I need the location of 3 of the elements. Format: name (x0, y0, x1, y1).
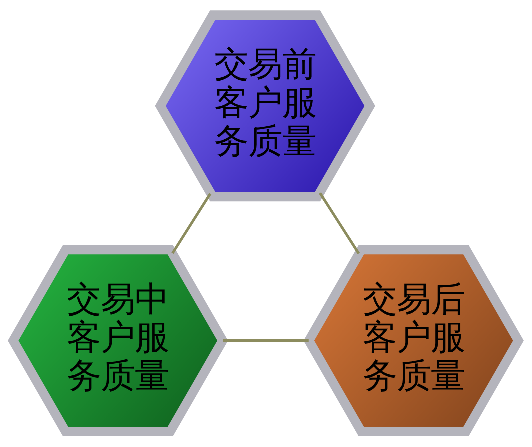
connector (319, 192, 360, 254)
connector (172, 193, 212, 254)
connector (223, 340, 309, 342)
